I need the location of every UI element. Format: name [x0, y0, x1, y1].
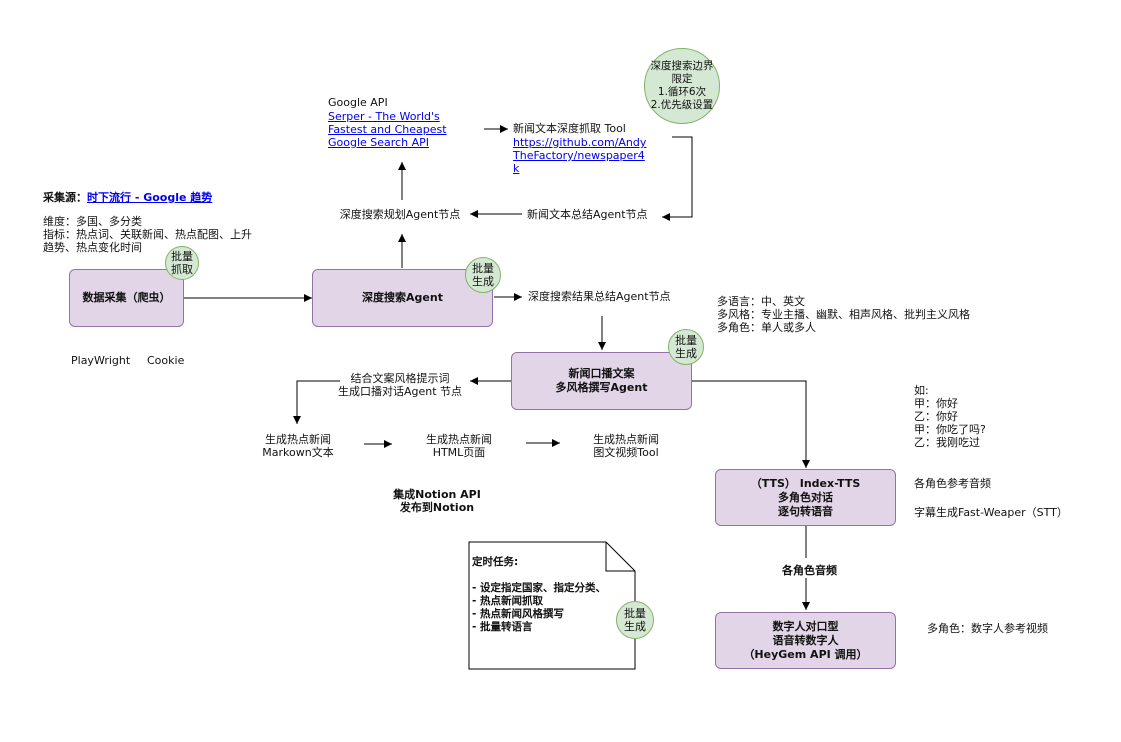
crawl-tool-title: 新闻文本深度抓取 Tool: [513, 122, 626, 135]
digital-ref-video-label: 多角色：数字人参考视频: [927, 622, 1048, 635]
news-script-agent-node[interactable]: 新闻口播文案 多风格撰写Agent: [511, 352, 692, 410]
serper-link[interactable]: Serper - The World's Fastest and Cheapes…: [328, 110, 447, 149]
edge-newsscript-to-tts: [692, 380, 810, 468]
scheduled-task-item: - 设定指定国家、指定分类、: [472, 582, 607, 594]
dimensions-note: 维度：多国、多分类 指标：热点词、关联新闻、热点配图、上升 趋势、热点变化时间: [43, 215, 252, 254]
role-audio-label: 各角色音频: [782, 564, 837, 577]
scheduled-task-title: 定时任务:: [472, 556, 519, 568]
google-api-title: Google API: [328, 96, 388, 109]
digital-human-node[interactable]: 数字人对口型 语音转数字人 （HeyGem API 调用）: [715, 612, 896, 669]
batch-crawl-badge: 批量 抓取: [165, 246, 199, 280]
gen-markdown-label: 生成热点新闻 Markown文本: [262, 433, 334, 459]
batch-generate-badge-scheduled: 批量 生成: [616, 601, 654, 639]
dialog-example-note: 如: 甲：你好 乙：你好 甲：你吃了吗? 乙：我刚吃过: [914, 384, 986, 449]
edge-crawl-to-summary: [662, 136, 693, 221]
gen-video-label: 生成热点新闻 图文视频Tool: [593, 433, 659, 459]
scheduled-task-item: - 批量转语言: [472, 621, 533, 633]
batch-generate-badge-news: 批量 生成: [668, 329, 704, 365]
playwright-label: PlayWright: [71, 354, 131, 367]
tts-node[interactable]: （TTS） Index-TTS 多角色对话 逐句转语音: [715, 469, 896, 526]
multi-config-note: 多语言：中、英文 多风格：专业主播、幽默、相声风格、批判主义风格 多角色：单人或…: [717, 295, 970, 334]
edge-styleprompt-to-markdown: [293, 380, 340, 424]
plan-node-label: 深度搜索规划Agent节点: [339, 208, 461, 221]
source-heading: 采集源：时下流行 - Google 趋势: [43, 178, 212, 204]
role-ref-audio-label: 各角色参考音频: [914, 477, 991, 490]
style-prompt-node-label: 结合文案风格提示词 生成口播对话Agent 节点: [337, 372, 463, 398]
crawl-tool-link[interactable]: https://github.com/AndyTheFactory/newspa…: [513, 136, 647, 175]
result-summary-node-label: 深度搜索结果总结Agent节点: [528, 290, 671, 303]
deep-search-agent-node[interactable]: 深度搜索Agent: [312, 269, 493, 327]
gen-html-label: 生成热点新闻 HTML页面: [426, 433, 492, 459]
scheduled-task-item: - 热点新闻抓取: [472, 595, 544, 607]
scheduled-task-content: 定时任务: - 设定指定国家、指定分类、 - 热点新闻抓取 - 热点新闻风格撰写…: [472, 556, 612, 634]
batch-generate-badge: 批量 生成: [465, 257, 501, 293]
notion-label: 集成Notion API 发布到Notion: [393, 488, 481, 514]
subtitle-gen-label: 字幕生成Fast-Weaper（STT）: [914, 506, 1068, 519]
source-label: 采集源：: [43, 191, 87, 204]
source-link[interactable]: 时下流行 - Google 趋势: [87, 191, 213, 204]
summary-node-label: 新闻文本总结Agent节点: [527, 208, 648, 221]
scheduled-task-item: - 热点新闻风格撰写: [472, 608, 565, 620]
cookie-label: Cookie: [147, 354, 185, 367]
search-boundary-badge: 深度搜索边界 限定 1.循环6次 2.优先级设置: [644, 48, 720, 124]
data-collect-node[interactable]: 数据采集（爬虫）: [69, 269, 184, 327]
